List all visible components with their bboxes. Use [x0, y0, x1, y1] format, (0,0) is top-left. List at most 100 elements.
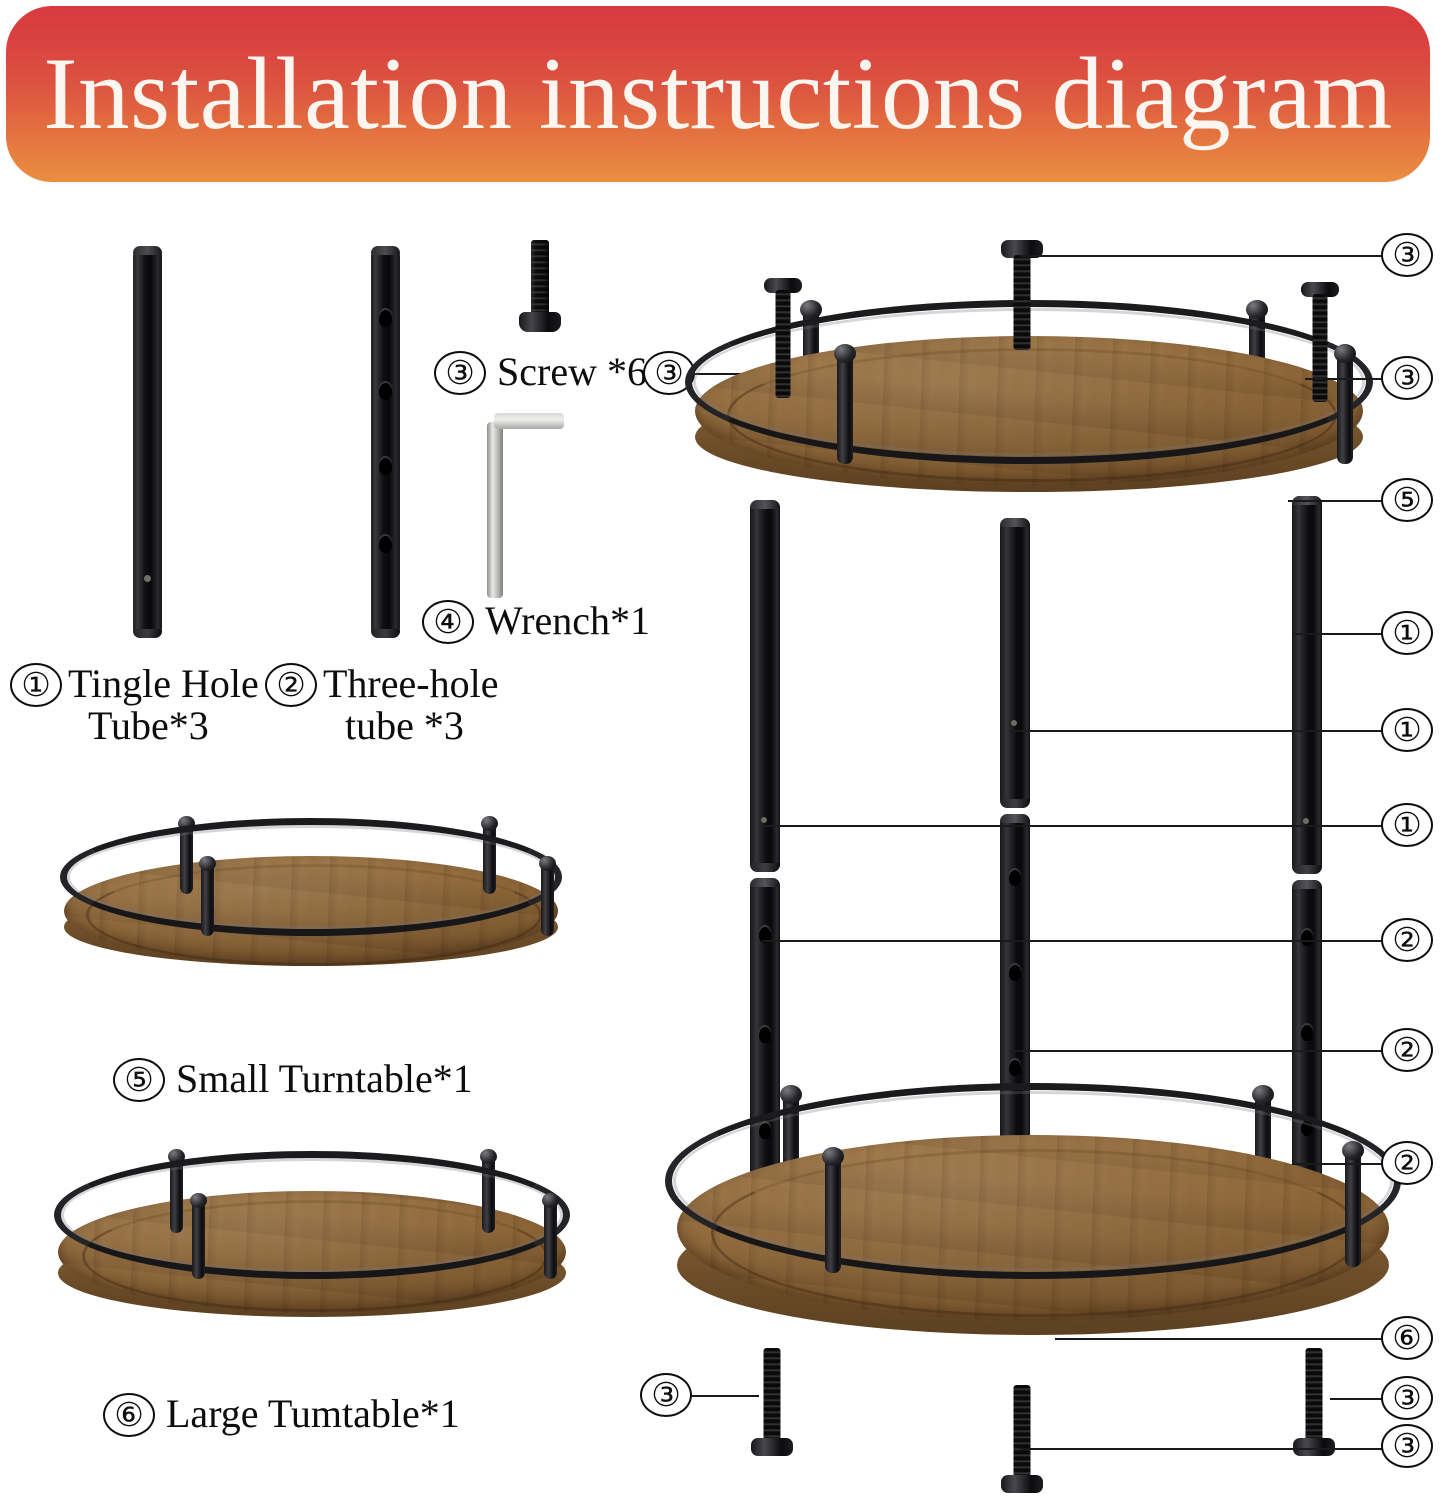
legend-label-large-turntable: Large Tumtable*1 [166, 1391, 460, 1436]
legend-label-single-tube-line2: Tube*3 [88, 703, 209, 748]
legend-marker-4: ④ [422, 600, 474, 644]
rail-post-cap [780, 1085, 802, 1104]
tube-hole [379, 383, 392, 400]
wrench-short-arm [494, 413, 564, 429]
left-leg-upper-tube [750, 500, 780, 872]
assembly-diagram [655, 230, 1401, 1493]
rail-post-cap [822, 1147, 844, 1166]
callout-1-left-leg: ① [1381, 803, 1433, 847]
large-turntable [655, 1025, 1415, 1385]
callout-2-right-leg: ② [1381, 1141, 1433, 1185]
legend-label-three-tube-line1: Three-hole [323, 661, 499, 706]
top-rail-screw-left [763, 278, 803, 398]
screw-head [764, 278, 802, 293]
leader-line-left-foot [692, 1395, 759, 1397]
leader-line-small-turntable [1288, 500, 1385, 502]
leader-line-left-leg-1 [762, 825, 1385, 827]
legend-label-small-turntable: Small Turntable*1 [176, 1056, 473, 1101]
callout-3-center-foot: ③ [1381, 1424, 1433, 1468]
center-leg-upper-cap [1000, 518, 1030, 527]
center-leg-upper-tube [1000, 518, 1030, 808]
leader-line-right-leg-2 [1292, 1163, 1385, 1165]
right-foot-screw [1292, 1348, 1336, 1460]
left-foot-screw [750, 1348, 794, 1460]
rail-post [541, 862, 554, 936]
tube-hole [379, 536, 392, 553]
legend-label-single-tube-line1: Tingle Hole [68, 661, 259, 706]
turntable-rail-ring-inner [61, 1158, 563, 1272]
three-hole-tube-icon [371, 246, 400, 638]
center-leg-upper-cap [1000, 799, 1030, 808]
legend-marker-6: ⑥ [103, 1393, 155, 1437]
tube-hole [379, 310, 392, 327]
screw-head [1001, 240, 1043, 258]
left-leg-hole [759, 927, 771, 943]
callout-5-small-turntable: ⑤ [1381, 478, 1433, 522]
tube-pin-hole [144, 575, 151, 582]
screw-shaft [1013, 1385, 1031, 1479]
callout-6-large-turntable: ⑥ [1381, 1316, 1433, 1360]
left-leg-pin-hole [761, 817, 767, 823]
leader-line-left-leg-2 [762, 940, 1385, 942]
callout-2-left-leg: ② [1381, 918, 1433, 962]
callout-3-top-screw: ③ [1381, 233, 1433, 277]
rail-post [192, 1199, 205, 1279]
screw-shaft [1305, 1348, 1323, 1442]
tube-hole [379, 458, 392, 475]
center-leg-lower-cap [1000, 814, 1030, 823]
single-hole-tube-icon [133, 246, 162, 638]
left-leg-hole [759, 1027, 771, 1043]
left-leg-upper-cap [750, 500, 780, 509]
top-center-screw [1000, 240, 1044, 350]
rail-post-cap [539, 856, 556, 871]
small-turntable-icon [58, 800, 564, 980]
rail-post [201, 862, 214, 936]
rail-post-cap [1334, 344, 1356, 363]
leader-line-right-leg-1 [1292, 633, 1385, 635]
legend-label-wrench: Wrench*1 [485, 598, 650, 643]
rail-post-cap [199, 856, 216, 871]
hex-wrench-icon [482, 408, 572, 598]
callout-1-right-leg: ① [1381, 611, 1433, 655]
large-turntable-icon [52, 1133, 572, 1333]
rail-post-cap [542, 1193, 559, 1208]
left-leg-lower-cap [750, 878, 780, 887]
rail-post-cap [481, 816, 498, 831]
rail-post-cap [1342, 1141, 1364, 1160]
wrench-long-arm [487, 422, 503, 598]
rail-post-cap [1246, 300, 1268, 319]
center-leg-pin-hole [1011, 720, 1017, 726]
legend-label-screw: Screw *6 [497, 349, 647, 394]
screw-shaft [1013, 255, 1031, 350]
rail-post-cap [1252, 1085, 1274, 1104]
leader-line-right-foot [1330, 1398, 1385, 1400]
screw-head [519, 312, 561, 332]
legend-marker-2: ② [265, 663, 317, 707]
rail-post [1337, 352, 1353, 464]
center-foot-screw [1000, 1385, 1044, 1497]
rail-post [837, 352, 853, 464]
rail-post-cap [480, 1149, 497, 1164]
turntable-rail-ring [60, 818, 562, 936]
screw-shaft [1312, 294, 1328, 402]
turntable-rail-ring [54, 1151, 570, 1279]
center-leg-hole [1009, 1060, 1021, 1076]
callout-3-left-foot: ③ [640, 1373, 692, 1417]
right-leg-upper-cap [1292, 865, 1322, 874]
leader-line-center-leg-1 [1010, 730, 1385, 732]
leader-line-large-turntable [1055, 1338, 1385, 1340]
rail-post-cap [834, 344, 856, 363]
center-leg-hole [1009, 965, 1021, 981]
leader-line-center-foot [1020, 1448, 1385, 1450]
center-leg-hole [1009, 870, 1021, 886]
screw-icon [516, 240, 564, 333]
rail-post-cap [190, 1193, 207, 1208]
header-banner: Installation instructions diagram [6, 6, 1430, 182]
callout-3-top-rail-right: ③ [1381, 356, 1433, 400]
right-leg-upper-tube [1292, 496, 1322, 874]
right-leg-pin-hole [1303, 818, 1309, 824]
right-leg-hole [1301, 930, 1313, 946]
legend-marker-1: ① [10, 663, 62, 707]
right-leg-lower-cap [1292, 880, 1322, 889]
leader-line-top-rail-right [1305, 378, 1385, 380]
